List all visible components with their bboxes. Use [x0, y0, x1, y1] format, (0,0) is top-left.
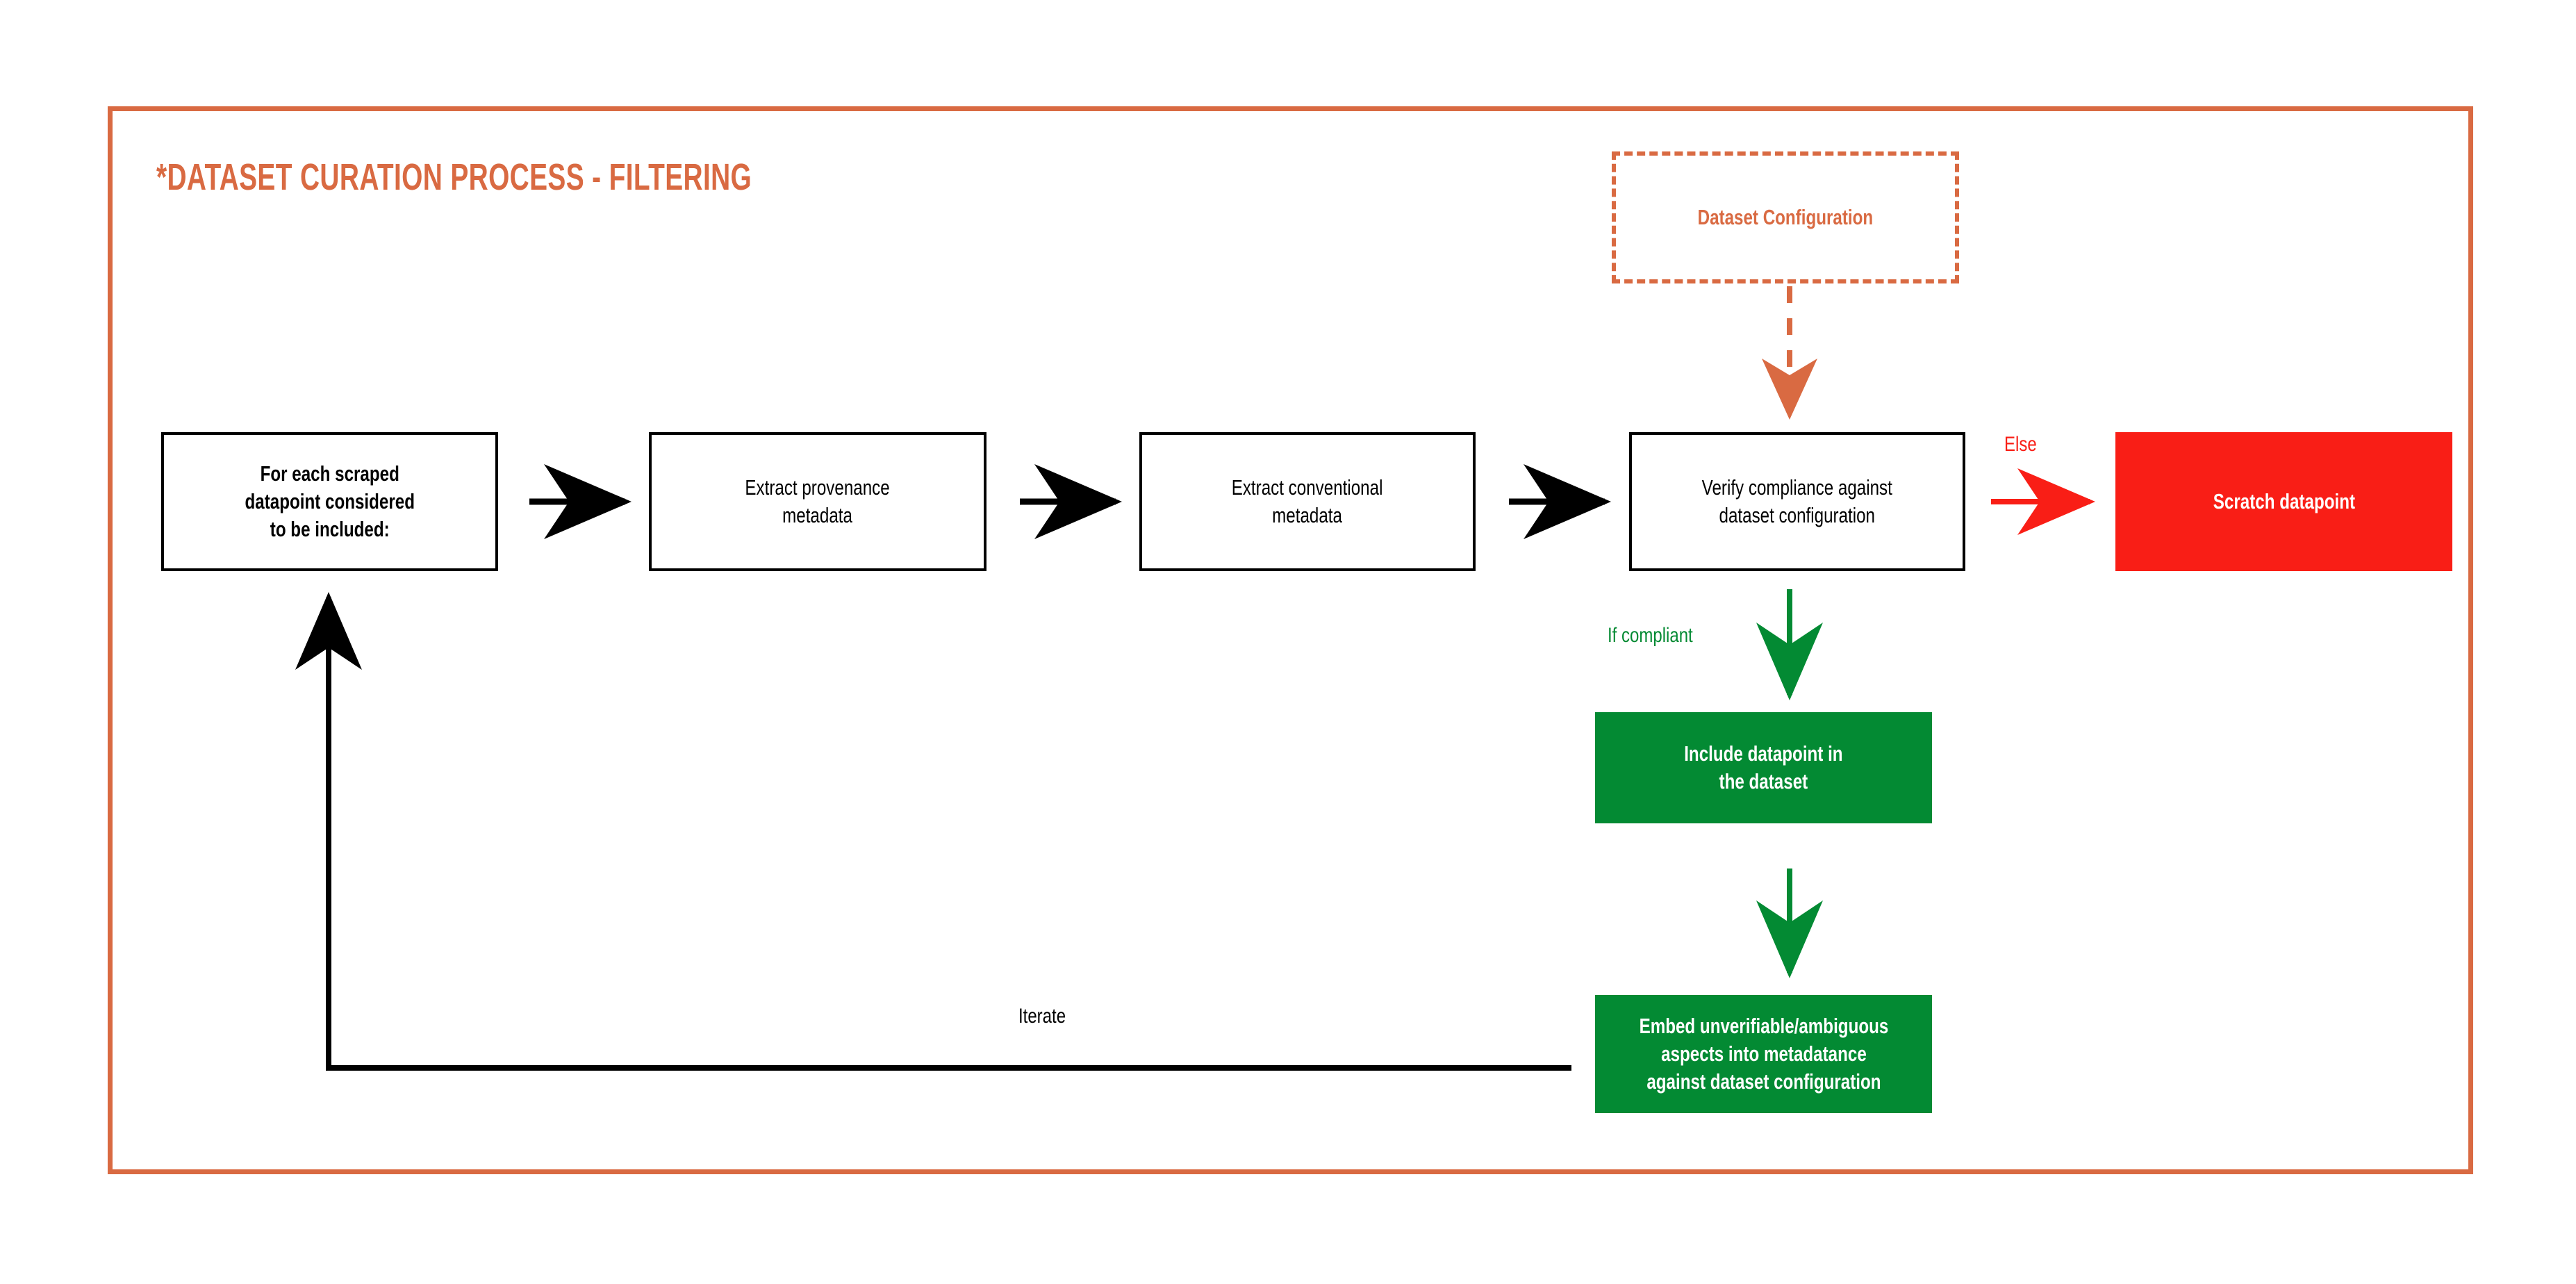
node-extract-conventional-metadata[interactable]: Extract conventional metadata: [1139, 432, 1476, 571]
node-extract-provenance-metadata[interactable]: Extract provenance metadata: [649, 432, 986, 571]
node-embed-unverifiable-aspects[interactable]: Embed unverifiable/ambiguous aspects int…: [1595, 995, 1932, 1113]
node-dataset-configuration-label: Dataset Configuration: [1697, 204, 1874, 229]
node-verify-compliance[interactable]: Verify compliance against dataset config…: [1629, 432, 1965, 571]
node-extract-conventional-metadata-label: Extract conventional metadata: [1232, 475, 1383, 527]
node-embed-unverifiable-aspects-label: Embed unverifiable/ambiguous aspects int…: [1639, 1013, 1888, 1094]
node-for-each-scraped-datapoint-label: For each scraped datapoint considered to…: [245, 461, 415, 542]
node-scratch-datapoint-label: Scratch datapoint: [2213, 488, 2355, 513]
edge-label-else: Else: [2004, 433, 2037, 456]
node-include-datapoint-label: Include datapoint in the dataset: [1684, 741, 1843, 793]
node-dataset-configuration[interactable]: Dataset Configuration: [1612, 151, 1959, 283]
page-title: *DATASET CURATION PROCESS - FILTERING: [156, 156, 752, 198]
edge-label-if-compliant: If compliant: [1608, 624, 1693, 647]
edge-label-iterate: Iterate: [1018, 1005, 1066, 1028]
node-include-datapoint[interactable]: Include datapoint in the dataset: [1595, 712, 1932, 823]
node-scratch-datapoint[interactable]: Scratch datapoint: [2115, 432, 2452, 571]
node-for-each-scraped-datapoint[interactable]: For each scraped datapoint considered to…: [161, 432, 498, 571]
node-verify-compliance-label: Verify compliance against dataset config…: [1701, 475, 1893, 527]
diagram-frame: [108, 106, 2473, 1174]
node-extract-provenance-metadata-label: Extract provenance metadata: [745, 475, 891, 527]
